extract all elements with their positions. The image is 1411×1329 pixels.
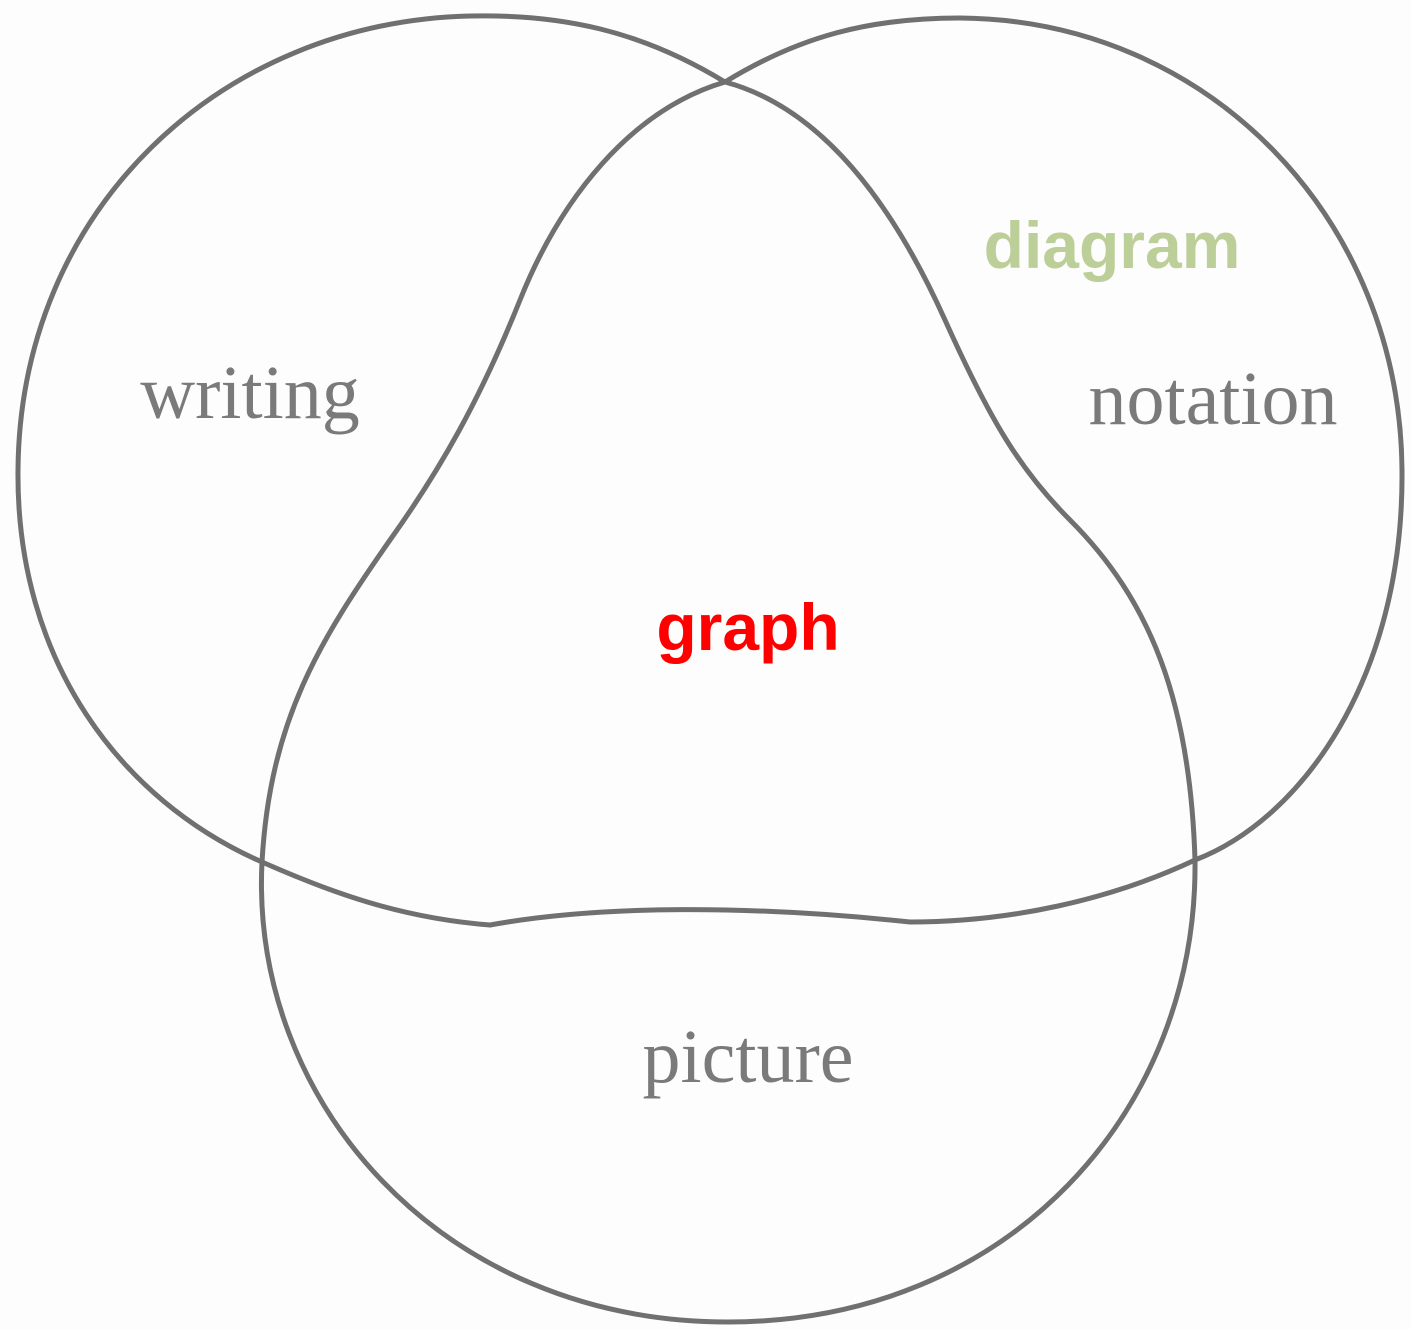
graph-region-outline xyxy=(259,79,1198,928)
diagram-label: diagram xyxy=(984,208,1241,282)
notation-circle-outline xyxy=(722,15,1405,925)
notation-label: notation xyxy=(1088,357,1337,441)
graph-label: graph xyxy=(656,590,839,664)
writing-circle-outline xyxy=(15,13,728,928)
picture-label: picture xyxy=(642,1015,853,1099)
picture-circle-outline xyxy=(258,857,1198,1325)
writing-label: writing xyxy=(140,351,360,435)
